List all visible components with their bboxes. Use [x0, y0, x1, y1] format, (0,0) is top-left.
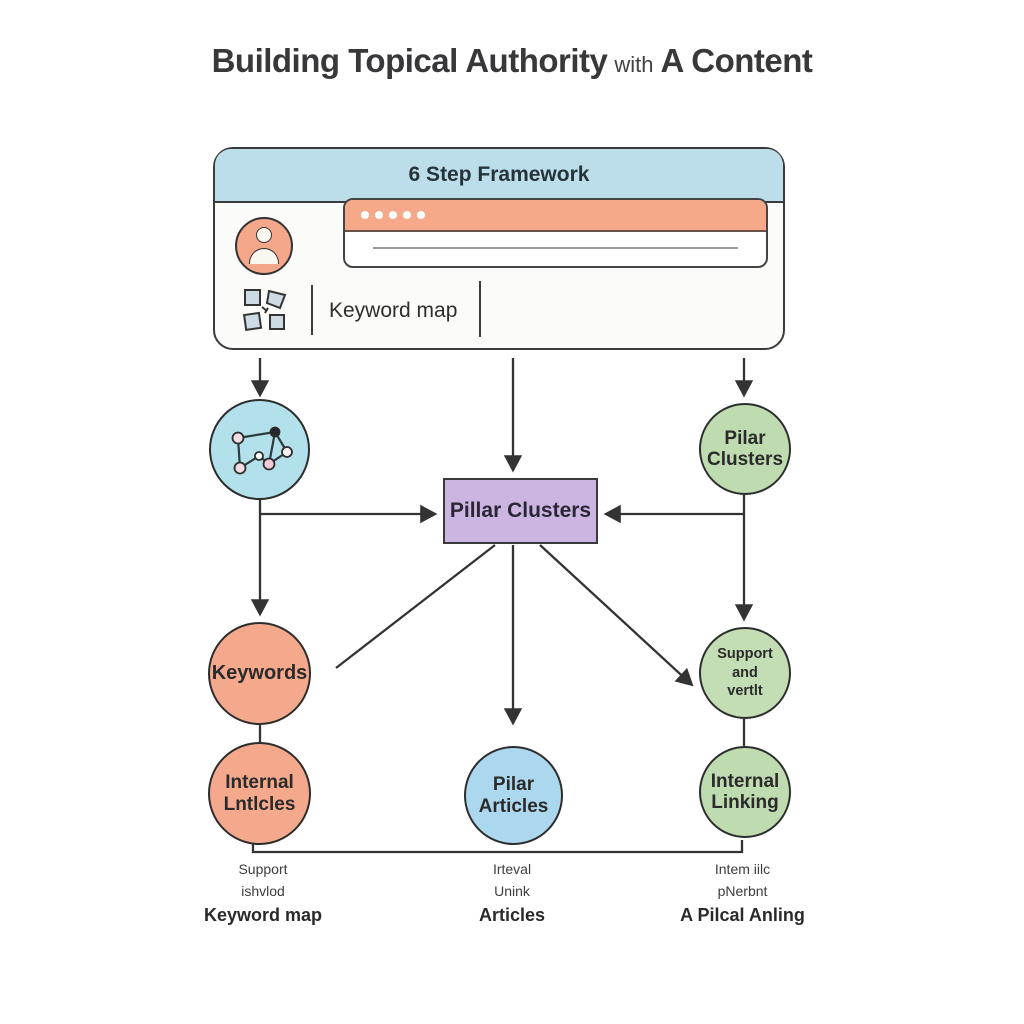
node-label-line: Linking — [711, 792, 779, 813]
node-label-line: Internal — [225, 772, 294, 794]
title-left: Building Topical Authority — [211, 42, 608, 79]
footnote-small-line: Unink — [494, 883, 530, 899]
pillar-box-label: Pillar Clusters — [449, 499, 592, 522]
toolbar-strip — [345, 200, 766, 232]
node-label-line: Pilar — [492, 774, 535, 796]
footnote-small-line: Support — [238, 861, 288, 877]
footnote-bold-label: Articles — [478, 905, 546, 925]
window-dot — [375, 211, 383, 219]
node-label-line: Lntlcles — [223, 793, 296, 815]
footnote-small-line: ishvlod — [241, 883, 285, 899]
footnote-small-line: Intem iilc — [714, 861, 771, 877]
avatar-body-shape — [249, 248, 279, 264]
footnote-small-line: pNerbnt — [717, 883, 768, 899]
pillar-clusters-box: Pillar Clusters — [443, 478, 598, 544]
menu-divider — [311, 285, 313, 335]
node-label-line: Support — [717, 645, 773, 662]
footnote-bold-label: Keyword map — [203, 905, 323, 925]
footnote-articles: Irteval Unink Articles — [412, 858, 612, 926]
content-placeholder-line — [373, 247, 738, 249]
person-avatar-icon — [235, 217, 293, 275]
footnote-small-line: Irteval — [492, 861, 532, 877]
footnote-bold-label: A Pilcal Anling — [680, 905, 805, 925]
pilar-articles-node: Pilar Articles — [464, 746, 563, 845]
keyword-network-node — [209, 399, 310, 500]
toolbar-card — [343, 198, 768, 268]
window-dot — [361, 211, 369, 219]
node-label-line: vertlt — [727, 683, 763, 700]
title-right: A Content — [660, 42, 813, 79]
node-label-line: and — [732, 664, 758, 681]
menu-divider — [479, 281, 481, 337]
window-titlebar: 6 Step Framework — [215, 149, 783, 203]
internal-linking-node: Internal Linking — [699, 746, 791, 838]
avatar-head-shape — [256, 227, 272, 243]
window-dot — [417, 211, 425, 219]
sitemap-grid-icon — [242, 289, 287, 332]
node-label-line: Clusters — [706, 449, 784, 470]
footnote-keyword-map: Support ishvlod Keyword map — [158, 858, 368, 926]
node-label-line: Internal — [710, 770, 780, 792]
framework-window: 6 Step Framework — [213, 147, 785, 350]
node-label-line: Articles — [478, 795, 549, 817]
network-graph-icon — [231, 426, 293, 474]
internal-articles-node: Internal Lntlcles — [208, 742, 311, 845]
footnote-pilcal-anling: Intem iilc pNerbnt A Pilcal Anling — [630, 858, 855, 926]
title-connector: with — [614, 52, 654, 77]
window-title: 6 Step Framework — [408, 163, 590, 186]
node-label-line: Keywords — [211, 662, 308, 685]
window-dot — [389, 211, 397, 219]
window-dot — [403, 211, 411, 219]
support-node: Support and vertlt — [699, 627, 791, 719]
keywords-node: Keywords — [208, 622, 311, 725]
node-label-line: Pilar — [724, 427, 766, 449]
menu-item-keyword-map: Keyword map — [329, 299, 458, 322]
pilar-clusters-node: Pilar Clusters — [699, 403, 791, 495]
